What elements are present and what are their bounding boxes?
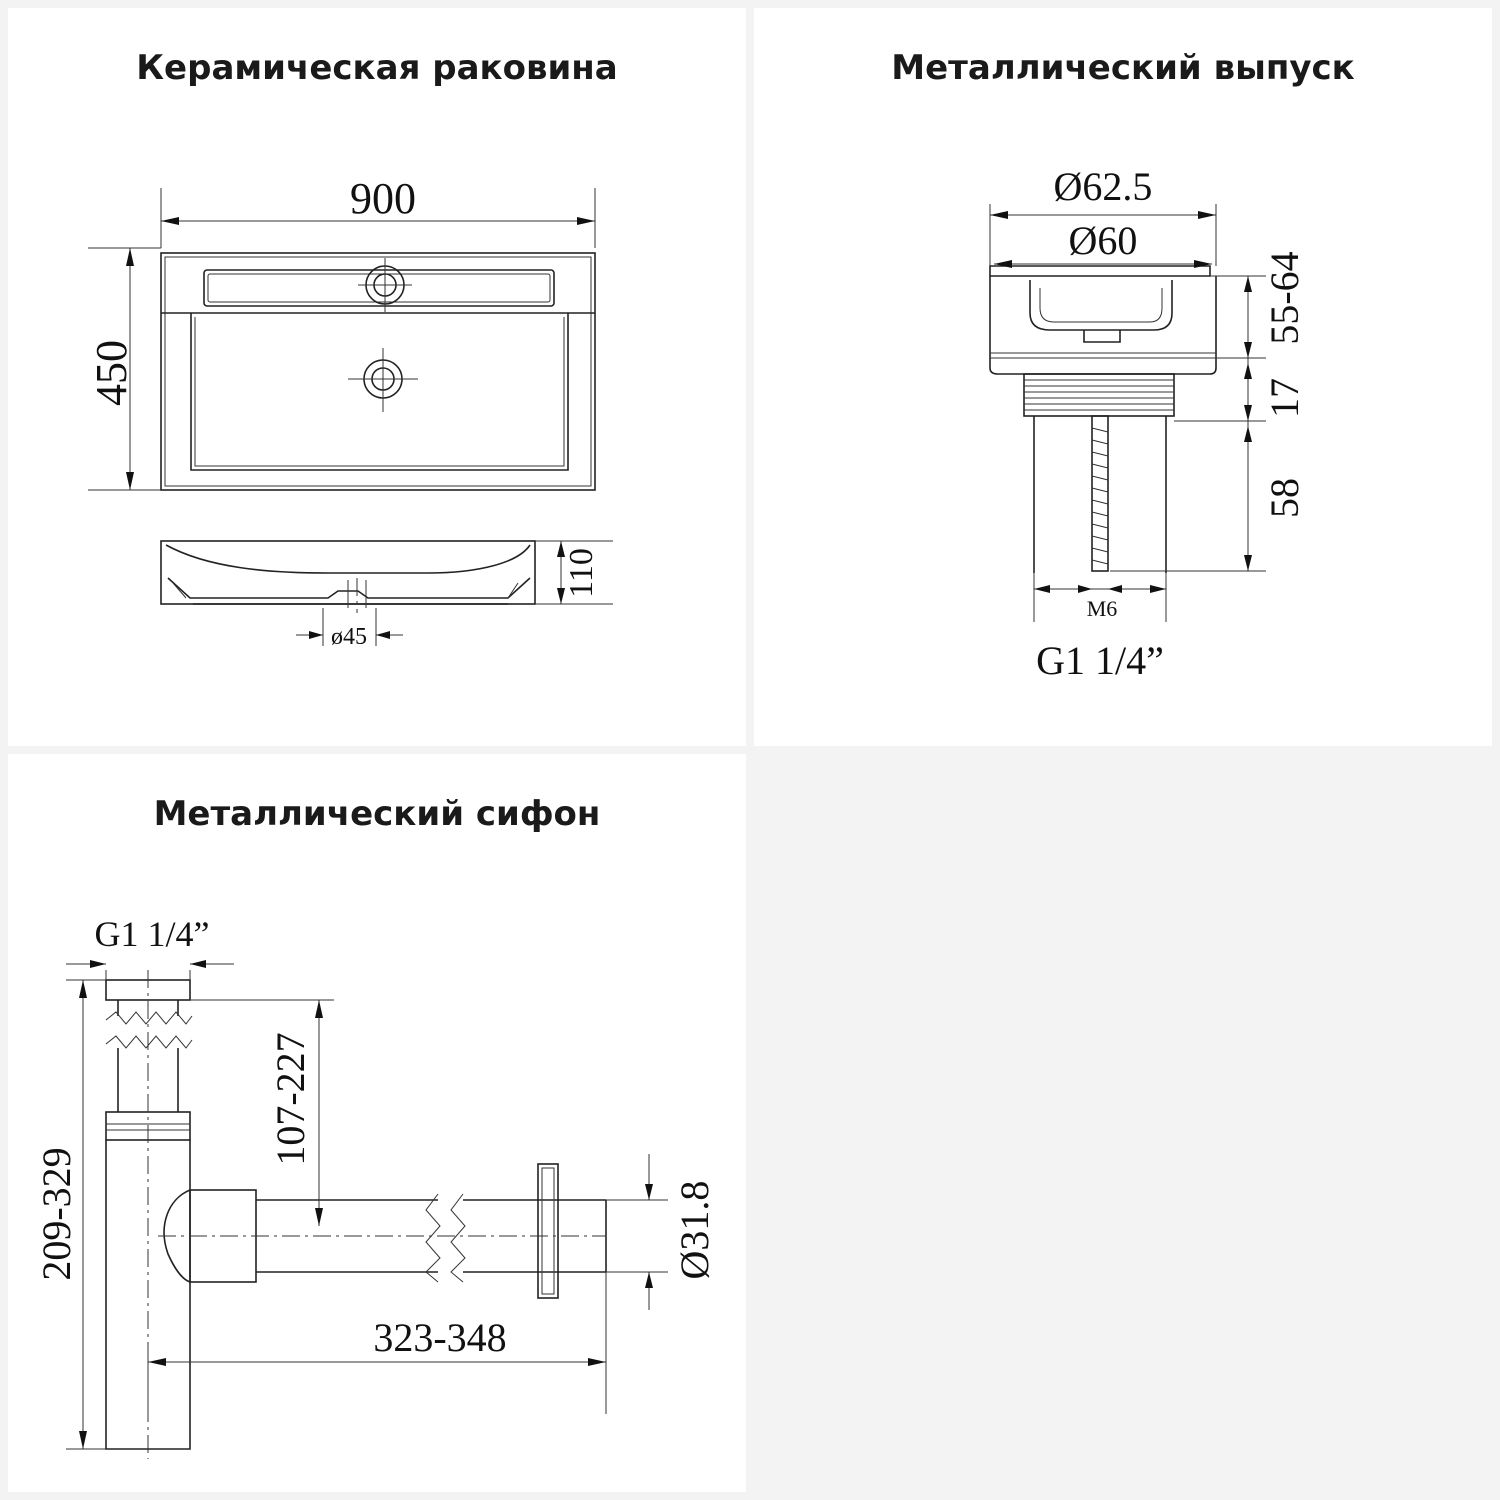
sink-top-view: [160, 252, 596, 491]
outlet-body: [989, 265, 1217, 573]
dimension-range-label: 55-64: [1262, 251, 1307, 344]
outlet-drawing: Ø62.5 Ø60 55-64 17 58: [989, 164, 1307, 683]
dimension-outer-diameter: Ø62.5: [989, 164, 1217, 266]
panel-metal-siphon: Металлический сифон: [8, 754, 746, 1492]
dimension-depth: 450: [87, 247, 161, 491]
dimension-pipe-diameter-label: Ø31.8: [672, 1181, 717, 1280]
drain-hole-icon: [348, 348, 418, 412]
overflow-hole-icon: [358, 258, 412, 312]
dimension-body-height-label: 58: [1262, 478, 1307, 518]
dimension-thread-label: G1 1/4”: [1036, 638, 1164, 683]
dimension-height: 110: [535, 540, 613, 605]
dimension-width-label: 900: [350, 174, 416, 223]
dimension-thread-label: G1 1/4”: [95, 914, 210, 954]
dimension-inner-diameter: Ø60: [994, 218, 1212, 268]
dimension-length-label: 323-348: [373, 1315, 506, 1360]
dimension-inner-diameter-label: Ø60: [1069, 218, 1138, 263]
dimension-bottom: M6 G1 1/4”: [1033, 573, 1167, 683]
panel-title-siphon: Металлический сифон: [153, 794, 601, 834]
dimension-total-height: 209-329: [34, 979, 106, 1450]
dimension-drain: ø45: [296, 608, 403, 650]
dimension-inlet-height-label: 107-227: [268, 1032, 313, 1165]
panel-ceramic-sink: Керамическая раковина: [8, 8, 746, 746]
dimension-thread-height-label: 17: [1262, 378, 1307, 418]
dimension-total-height-label: 209-329: [34, 1147, 79, 1280]
dimension-depth-label: 450: [87, 340, 136, 406]
sink-side-view: [160, 540, 536, 613]
dimension-thread: G1 1/4”: [66, 914, 234, 980]
sink-drawing: 900 450 110: [87, 174, 613, 650]
dimension-height-label: 110: [563, 548, 600, 598]
dimension-screw-label: M6: [1087, 596, 1118, 621]
dimension-width: 900: [160, 174, 596, 248]
dimension-drain-label: ø45: [331, 624, 367, 650]
siphon-body: [105, 970, 607, 1459]
siphon-drawing: G1 1/4” 209-329 107-227 323-348: [34, 914, 717, 1459]
panel-title-sink: Керамическая раковина: [136, 48, 618, 88]
dimension-length: 323-348: [147, 1272, 607, 1414]
dimension-heights: 55-64 17 58: [1110, 251, 1307, 572]
panel-title-outlet: Металлический выпуск: [891, 48, 1355, 88]
dimension-inlet-height: 107-227: [190, 999, 334, 1226]
dimension-outer-diameter-label: Ø62.5: [1054, 164, 1153, 209]
panel-metal-outlet: Металлический выпуск Ø62.5: [754, 8, 1492, 746]
dimension-pipe-diameter: Ø31.8: [606, 1154, 717, 1310]
